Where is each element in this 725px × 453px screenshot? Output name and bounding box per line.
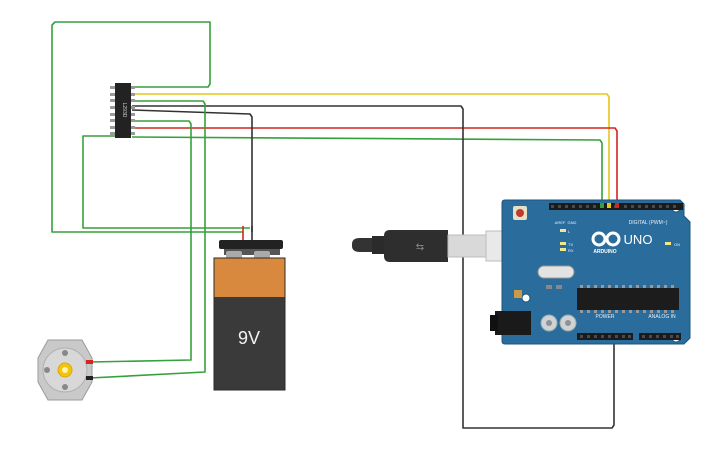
battery-label: 9V — [238, 328, 260, 348]
on-led-label: ON — [674, 242, 680, 247]
chip-label: L293D — [121, 103, 127, 118]
arduino-model-label: UNO — [624, 232, 653, 247]
analog-header[interactable] — [639, 333, 681, 340]
rx-led-label: RX — [568, 248, 574, 253]
wire-green-chip-to-motor-a[interactable] — [89, 100, 206, 379]
dc-motor[interactable] — [37, 339, 93, 401]
arduino-infinity-logo-icon — [591, 231, 621, 247]
wire-yellow-chip-to-arduino[interactable] — [132, 93, 610, 205]
wire-black-chip-to-arduino-gnd[interactable] — [132, 105, 615, 429]
wire-green-chip-to-motor-b[interactable] — [89, 120, 192, 363]
arduino-logo-text: ARDUINO — [593, 249, 616, 255]
wire-green-chip-loop[interactable] — [82, 135, 250, 229]
motor-driver-chip[interactable]: L293D — [110, 83, 135, 138]
usb-symbol-icon: ⇆ — [416, 242, 424, 253]
power-header-label: POWER — [596, 314, 615, 320]
battery-9v[interactable]: 9V — [213, 240, 286, 391]
wire-red-chip-to-arduino[interactable] — [132, 127, 618, 205]
usb-cable[interactable]: ⇆ — [352, 230, 519, 262]
analog-header-label: ANALOG IN — [648, 314, 676, 320]
tx-led-label: TX — [568, 242, 573, 247]
atmega-chip[interactable] — [577, 288, 679, 310]
wire-black-chip-to-battery[interactable] — [131, 109, 253, 232]
power-header[interactable] — [577, 333, 633, 340]
wire-green-chip-to-arduino[interactable] — [131, 136, 603, 205]
power-jack[interactable] — [495, 311, 531, 335]
digital-header-label: DIGITAL (PWM~) — [629, 220, 668, 226]
l-led-label: L — [568, 229, 571, 234]
arduino-uno-board[interactable]: DIGITAL (PWM~) AREF GND UNO ARDUINO L TX… — [490, 199, 691, 345]
gnd-label: GND — [568, 220, 577, 225]
wires — [51, 21, 618, 429]
aref-label: AREF — [555, 220, 566, 225]
header-wire-ends — [600, 203, 619, 208]
wire-green-chip-to-battery[interactable] — [51, 21, 243, 233]
